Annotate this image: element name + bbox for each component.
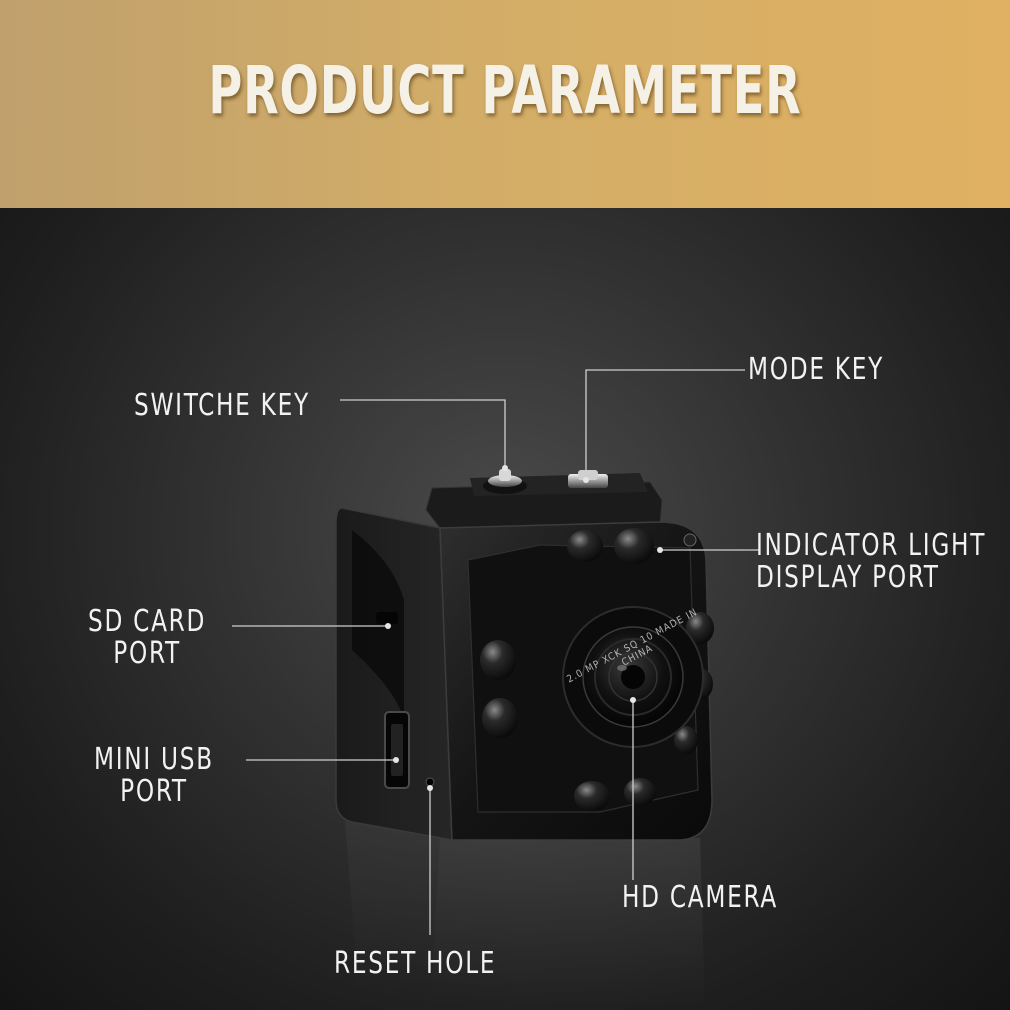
ir-led-array [480, 528, 714, 811]
sd-card-port-label: SD CARD PORT [88, 604, 207, 671]
hd-camera-label: HD CAMERA [622, 880, 778, 915]
indicator-light-label: INDICATOR LIGHT DISPLAY PORT [756, 528, 987, 595]
mode-key-leader [585, 369, 745, 480]
mode-key-label: MODE KEY [748, 352, 885, 387]
sd-card-slot [376, 612, 398, 624]
banner-title: PRODUCT PARAMETER [208, 52, 802, 129]
switch-key-leader [340, 399, 506, 468]
indicator-light [683, 533, 697, 547]
mini-usb-port-label: MINI USB PORT [94, 742, 214, 809]
switch-key [483, 469, 527, 494]
reset-hole-label: RESET HOLE [334, 946, 497, 981]
mini-usb-port [384, 711, 410, 789]
floor-reflection [345, 820, 705, 1010]
hd-camera-lens [562, 606, 704, 748]
title-banner: PRODUCT PARAMETER [0, 0, 1010, 208]
switch-key-label: SWITCHE KEY [134, 388, 310, 423]
